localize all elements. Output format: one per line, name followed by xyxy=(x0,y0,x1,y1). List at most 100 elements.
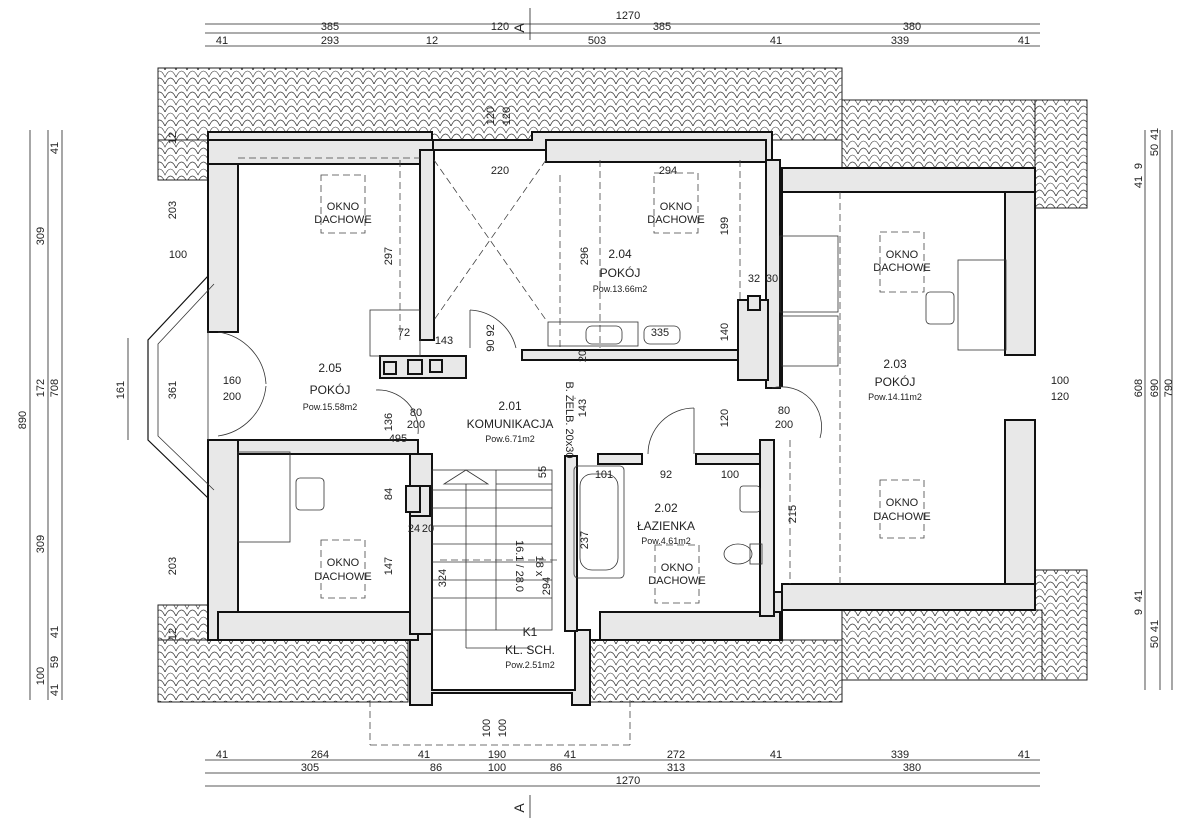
dim-label: 361 xyxy=(167,381,179,399)
section-marker-bottom: A xyxy=(511,803,527,813)
dim-label: 24 xyxy=(408,523,420,535)
dim-label: 20 xyxy=(422,523,434,535)
roof-window-line1: OKNO xyxy=(327,557,360,569)
right-dim: 9 xyxy=(1133,163,1145,169)
dim-label: 294 xyxy=(541,577,553,595)
top-dim: 41 xyxy=(1018,35,1030,47)
left-total: 890 xyxy=(17,411,29,429)
roof-window-line2: DACHOWE xyxy=(647,214,704,226)
room-number: K1 xyxy=(523,625,538,639)
room-area: Pow.14.11m2 xyxy=(868,392,922,402)
dim-label: 296 xyxy=(579,247,591,265)
dim-label: 120 xyxy=(719,409,731,427)
top-dim: 503 xyxy=(588,35,606,47)
left-dim: 708 xyxy=(49,379,61,397)
bottom-dim: 264 xyxy=(311,749,329,761)
bottom-dim: 272 xyxy=(667,749,685,761)
bottom-dim: 41 xyxy=(564,749,576,761)
stair-count: 18 x xyxy=(533,556,545,577)
left-dim: 309 xyxy=(35,227,47,245)
dimension-lines xyxy=(29,8,1173,818)
dim-label: 140 xyxy=(719,323,731,341)
dim-label: 335 xyxy=(651,327,669,339)
top-dimensions: 1270 385 120 385 380 41 293 12 503 41 33… xyxy=(216,10,1030,47)
room-number: 2.04 xyxy=(608,247,632,261)
roof-window-line1: OKNO xyxy=(886,497,919,509)
dim-label: 203 xyxy=(167,201,179,219)
right-dim: 41 xyxy=(1133,590,1145,602)
top-dim: 41 xyxy=(216,35,228,47)
room-area: Pow.6.71m2 xyxy=(485,434,535,444)
top-dim: 120 xyxy=(491,21,509,33)
bottom-dim: 41 xyxy=(770,749,782,761)
roof-window-line2: DACHOWE xyxy=(873,511,930,523)
right-dim: 9 xyxy=(1133,609,1145,615)
left-dim: 309 xyxy=(35,535,47,553)
dim-label: 297 xyxy=(383,247,395,265)
bottom-dim: 313 xyxy=(667,762,685,774)
dim-label: 32 xyxy=(748,273,760,285)
bottom-dim: 41 xyxy=(418,749,430,761)
dim-label: 100 xyxy=(1051,375,1069,387)
right-dimensions: 790 690 608 41 9 41 50 41 9 41 50 xyxy=(1133,128,1175,648)
room-number: 2.01 xyxy=(498,399,522,413)
right-dim: 50 xyxy=(1149,144,1161,156)
dim-label: 136 xyxy=(383,413,395,431)
bay-window xyxy=(147,275,215,499)
dim-label: 100 xyxy=(481,719,493,737)
dim-label: 12 xyxy=(167,628,179,640)
window-width-161: 161 xyxy=(115,381,127,399)
dim-label: 100 xyxy=(721,469,739,481)
room-number: 2.02 xyxy=(654,501,678,515)
roof-window-line1: OKNO xyxy=(660,201,693,213)
roof-window-line1: OKNO xyxy=(886,249,919,261)
dim-label: 30 xyxy=(766,273,778,285)
right-dim: 41 xyxy=(1149,620,1161,632)
left-dimensions: 890 309 708 309 41 172 41 100 59 41 100 … xyxy=(17,142,127,696)
room-area: Pow.13.66m2 xyxy=(593,284,648,294)
dim-label: 220 xyxy=(491,165,509,177)
bottom-dim: 41 xyxy=(216,749,228,761)
bottom-total: 1270 xyxy=(616,775,640,787)
room-name: POKÓJ xyxy=(310,382,351,397)
left-dim: 41 xyxy=(49,142,61,154)
room-202: 2.02 ŁAZIENKA Pow.4.61m2 xyxy=(637,501,695,546)
bottom-dim: 339 xyxy=(891,749,909,761)
roof-window-line1: OKNO xyxy=(327,201,360,213)
roof-window-line2: DACHOWE xyxy=(873,262,930,274)
room-k1: K1 KL. SCH. Pow.2.51m2 xyxy=(505,625,555,670)
dim-label: 200 xyxy=(223,391,241,403)
dim-label: 120 xyxy=(1051,391,1069,403)
roof-window-line2: DACHOWE xyxy=(314,214,371,226)
dim-label: 160 xyxy=(223,375,241,387)
dim-label: 294 xyxy=(659,165,677,177)
dim-label: 55 xyxy=(537,466,549,478)
left-dim: 100 xyxy=(35,667,47,685)
room-area: Pow.4.61m2 xyxy=(641,536,691,546)
dim-label: 203 xyxy=(167,557,179,575)
dim-label: 84 xyxy=(383,488,395,500)
dim-label: 12 xyxy=(167,132,179,144)
left-dim: 41 xyxy=(49,684,61,696)
dim-label: 495 xyxy=(389,433,407,445)
room-area: Pow.2.51m2 xyxy=(505,660,555,670)
dim-label: 80 xyxy=(410,407,422,419)
room-205: 2.05 POKÓJ Pow.15.58m2 xyxy=(303,361,358,412)
bottom-dim: 190 xyxy=(488,749,506,761)
dim-label: 120 xyxy=(485,107,497,125)
staircase xyxy=(431,469,553,649)
top-dim: 293 xyxy=(321,35,339,47)
room-name: ŁAZIENKA xyxy=(637,519,695,533)
roof-window-boxes xyxy=(320,172,925,604)
dim-label: 72 xyxy=(398,327,410,339)
dim-label: 120 xyxy=(501,107,513,125)
room-area: Pow.15.58m2 xyxy=(303,402,358,412)
roof-window-line1: OKNO xyxy=(661,562,694,574)
top-dim: 12 xyxy=(426,35,438,47)
bottom-dim: 380 xyxy=(903,762,921,774)
left-dim: 41 xyxy=(49,626,61,638)
bottom-dim: 86 xyxy=(430,762,442,774)
dim-label: 80 xyxy=(778,405,790,417)
dim-label: 147 xyxy=(383,557,395,575)
